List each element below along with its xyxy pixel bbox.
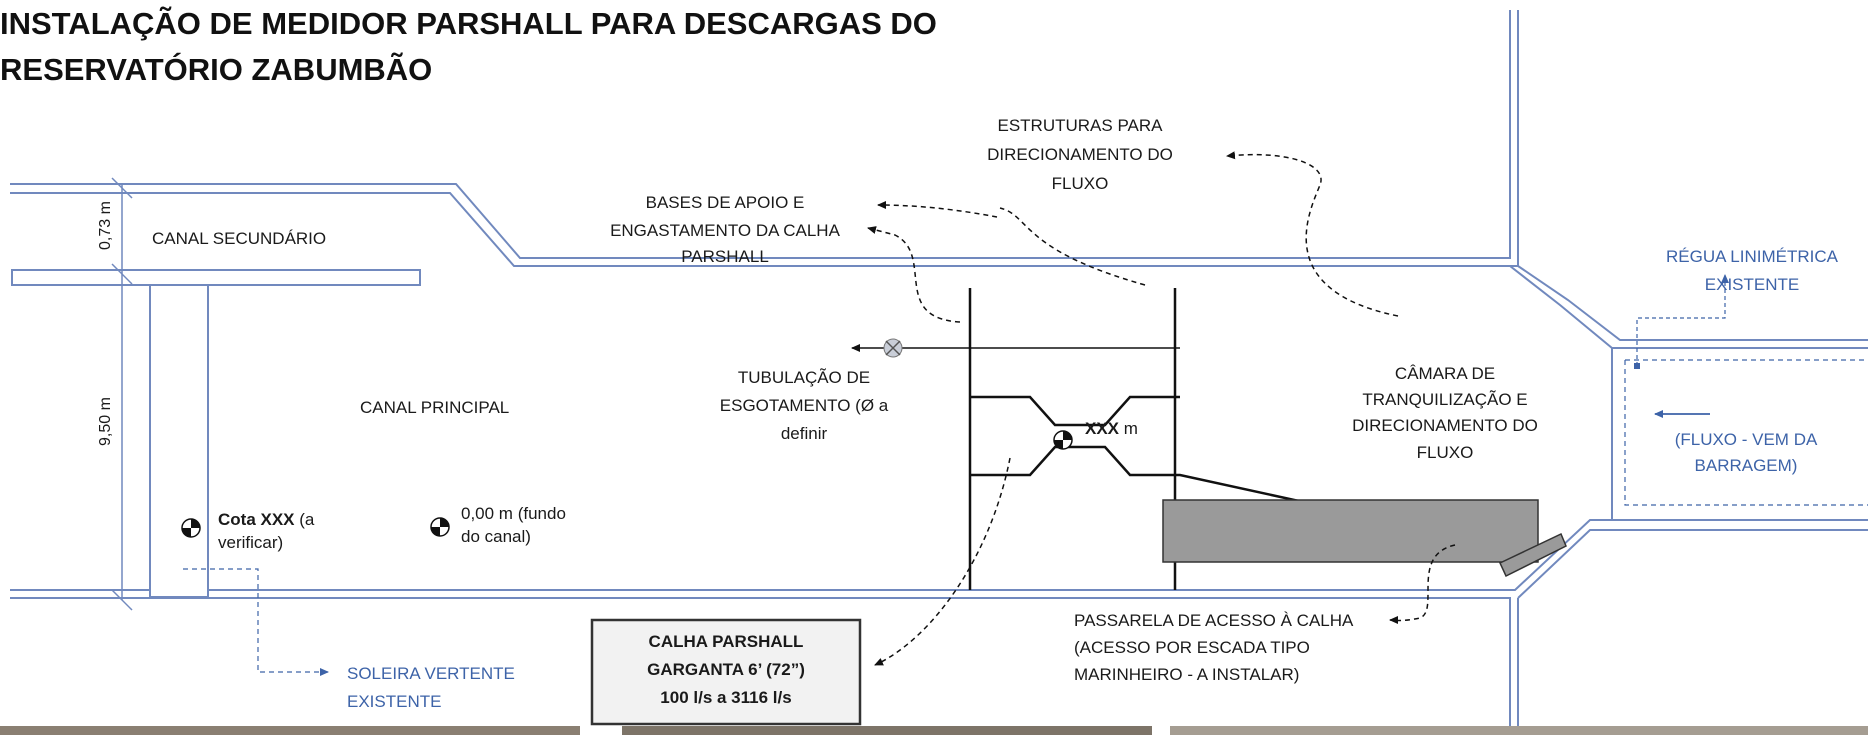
principal-canal-width: 9,50 m	[97, 397, 114, 446]
bases-leader	[877, 201, 998, 218]
canal-principal-label: CANAL PRINCIPAL	[360, 398, 509, 417]
diagram-title-line2: RESERVATÓRIO ZABUMBÃO	[0, 51, 432, 87]
valve-icon	[883, 338, 903, 358]
access-walkway-ramp	[1499, 532, 1567, 578]
cota-label: Cota XXX (a	[218, 510, 315, 529]
canal-secundario-label: CANAL SECUNDÁRIO	[152, 229, 326, 248]
svg-text:definir: definir	[781, 424, 828, 443]
secondary-canal-width: 0,73 m	[97, 201, 114, 250]
estruturas-leader-2	[999, 207, 1146, 286]
calha-leader	[874, 457, 1011, 666]
elevation-marker-icon	[1053, 430, 1073, 450]
svg-text:TUBULAÇÃO DE: TUBULAÇÃO DE	[738, 368, 870, 387]
garganta-elevation-label: XXX m	[1085, 419, 1138, 438]
svg-text:RÉGUA LINIMÉTRICA: RÉGUA LINIMÉTRICA	[1666, 247, 1839, 266]
soleira-label: SOLEIRA VERTENTE EXISTENTE	[347, 664, 515, 711]
canal-outline	[10, 10, 1868, 735]
svg-text:ESGOTAMENTO (Ø a: ESGOTAMENTO (Ø a	[720, 396, 889, 415]
svg-text:(FLUXO - VEM DA: (FLUXO - VEM DA	[1675, 430, 1818, 449]
svg-text:DIRECIONAMENTO DO: DIRECIONAMENTO DO	[987, 145, 1173, 164]
svg-text:GARGANTA 6’ (72”): GARGANTA 6’ (72”)	[647, 660, 805, 679]
svg-text:(ACESSO POR ESCADA TIPO: (ACESSO POR ESCADA TIPO	[1074, 638, 1310, 657]
photo-strip-right	[1170, 726, 1868, 735]
svg-text:FLUXO: FLUXO	[1052, 174, 1109, 193]
bases-leader-2	[867, 226, 961, 323]
bases-label: BASES DE APOIO E ENGASTAMENTO DA CALHA P…	[610, 193, 841, 266]
diagram-title-line1: INSTALAÇÃO DE MEDIDOR PARSHALL PARA DESC…	[0, 6, 937, 41]
estruturas-leader	[1226, 151, 1399, 317]
dimension-lines	[111, 177, 133, 611]
svg-text:ESTRUTURAS PARA: ESTRUTURAS PARA	[998, 116, 1164, 135]
fundo-canal-label-line2: do canal)	[461, 527, 531, 546]
calha-parshall-box-text: CALHA PARSHALL GARGANTA 6’ (72”) 100 l/s…	[647, 632, 805, 707]
regua-label: RÉGUA LINIMÉTRICA EXISTENTE	[1666, 247, 1839, 294]
svg-text:CÂMARA DE: CÂMARA DE	[1395, 364, 1495, 383]
svg-text:100 l/s a 3116 l/s: 100 l/s a 3116 l/s	[660, 688, 791, 707]
svg-text:ENGASTAMENTO DA CALHA: ENGASTAMENTO DA CALHA	[610, 221, 841, 240]
camara-label: CÂMARA DE TRANQUILIZAÇÃO E DIRECIONAMENT…	[1352, 364, 1538, 462]
flow-region-outline	[1624, 359, 1868, 506]
estruturas-label: ESTRUTURAS PARA DIRECIONAMENTO DO FLUXO	[987, 116, 1173, 193]
passarela-label: PASSARELA DE ACESSO À CALHA (ACESSO POR …	[1074, 611, 1354, 684]
elevation-marker-icon	[181, 518, 201, 538]
fluxo-label: (FLUXO - VEM DA BARRAGEM)	[1675, 430, 1818, 475]
regua-marker-icon	[1634, 363, 1640, 369]
photo-strip-center	[622, 726, 1152, 735]
passarela-leader	[1389, 544, 1456, 625]
svg-text:DIRECIONAMENTO DO: DIRECIONAMENTO DO	[1352, 416, 1538, 435]
svg-text:PARSHALL: PARSHALL	[681, 247, 769, 266]
svg-text:SOLEIRA VERTENTE: SOLEIRA VERTENTE	[347, 664, 515, 683]
svg-text:TRANQUILIZAÇÃO E: TRANQUILIZAÇÃO E	[1362, 390, 1527, 409]
tranquilization-structure	[1162, 499, 1539, 563]
svg-text:BASES DE APOIO E: BASES DE APOIO E	[646, 193, 805, 212]
svg-text:FLUXO: FLUXO	[1417, 443, 1474, 462]
regua-leader	[1636, 274, 1729, 366]
soleira-leader	[183, 568, 329, 676]
svg-text:EXISTENTE: EXISTENTE	[347, 692, 441, 711]
calha-parshall-box	[590, 618, 862, 726]
svg-text:PASSARELA DE ACESSO À CALHA: PASSARELA DE ACESSO À CALHA	[1074, 611, 1354, 630]
svg-text:EXISTENTE: EXISTENTE	[1705, 275, 1799, 294]
elevation-marker-icon	[430, 517, 450, 537]
photo-strip-left	[0, 726, 580, 735]
svg-text:MARINHEIRO - A INSTALAR): MARINHEIRO - A INSTALAR)	[1074, 665, 1299, 684]
svg-text:CALHA PARSHALL: CALHA PARSHALL	[649, 632, 804, 651]
fundo-canal-label: 0,00 m (fundo	[461, 504, 566, 523]
svg-text:BARRAGEM): BARRAGEM)	[1695, 456, 1798, 475]
cota-label-line2: verificar)	[218, 533, 283, 552]
tubulacao-label: TUBULAÇÃO DE ESGOTAMENTO (Ø a definir	[720, 368, 889, 443]
